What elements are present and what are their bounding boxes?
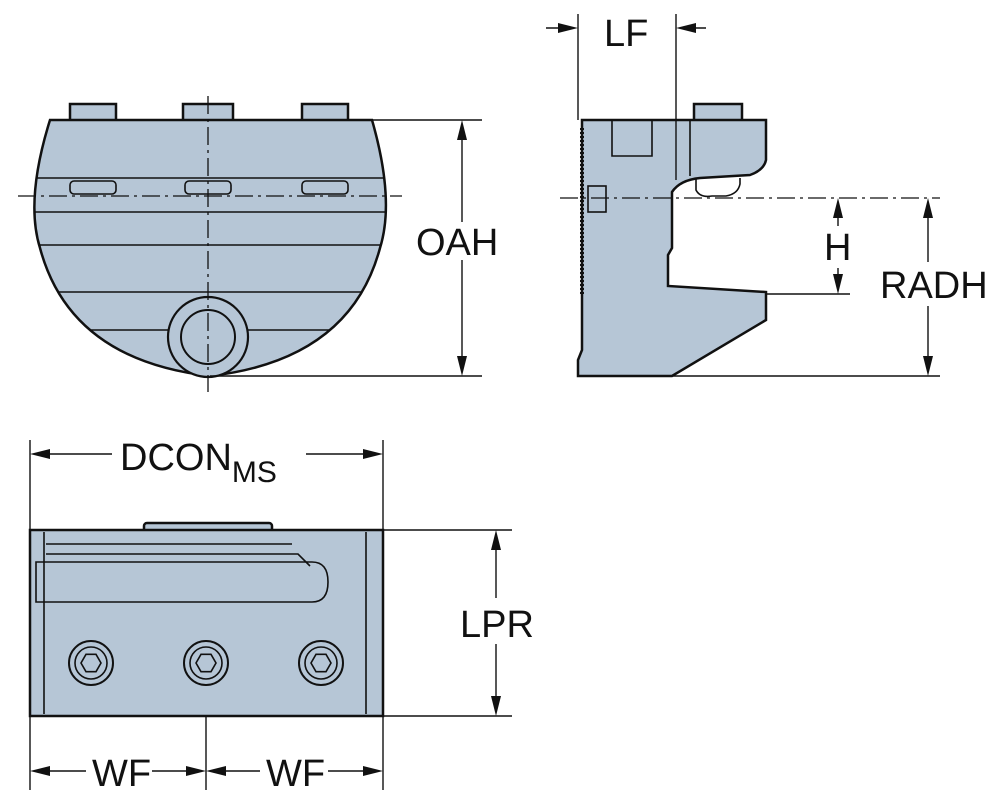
wf-left-label: WF	[92, 753, 151, 795]
slot-left	[69, 180, 117, 195]
wf-right-label: WF	[266, 753, 325, 795]
h-label: H	[824, 227, 851, 269]
radh-label: RADH	[880, 265, 988, 307]
side-view: LF H RADH	[546, 13, 988, 378]
top-body	[28, 528, 385, 718]
coolant-channel	[35, 561, 329, 603]
screw-right	[298, 640, 344, 686]
lpr-label: LPR	[460, 604, 534, 646]
front-view: OAH	[18, 96, 498, 392]
slot-right	[301, 180, 349, 195]
screw-center	[183, 640, 229, 686]
oah-label: OAH	[416, 222, 498, 264]
side-body	[576, 118, 768, 378]
top-view: DCONMS LPR WF WF	[28, 437, 534, 795]
lf-label: LF	[604, 13, 648, 55]
screw-left	[68, 640, 114, 686]
dcon-label: DCONMS	[120, 437, 277, 489]
